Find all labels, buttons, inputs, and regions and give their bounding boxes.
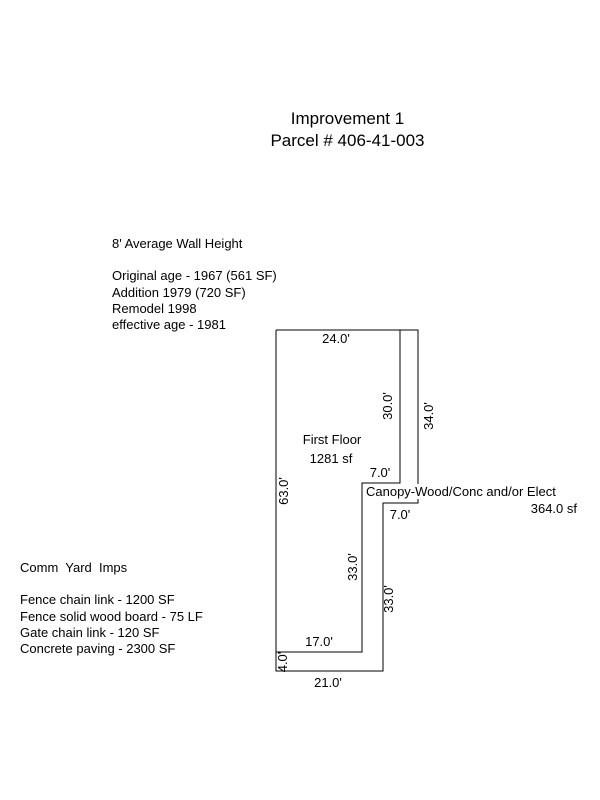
wall-height-note: 8' Average Wall Height [112, 236, 243, 251]
dim-inner-bottom: 17.0' [305, 634, 333, 649]
dim-outer-right-upper: 34.0' [421, 402, 436, 430]
addition-note: Addition 1979 (720 SF) [112, 285, 246, 300]
effective-age-note: effective age - 1981 [112, 317, 226, 332]
yard-item: Concrete paving - 2300 SF [20, 641, 176, 656]
dim-step-upper: 7.0' [370, 465, 391, 480]
remodel-note: Remodel 1998 [112, 301, 197, 316]
yard-item: Fence chain link - 1200 SF [20, 592, 175, 607]
original-age-note: Original age - 1967 (561 SF) [112, 268, 277, 283]
dim-inner-right-lower: 33.0' [345, 553, 360, 581]
dim-bottom: 21.0' [314, 675, 342, 690]
yard-imps-heading: Comm Yard Imps [20, 560, 128, 575]
parcel-number: Parcel # 406-41-003 [270, 131, 425, 150]
first-floor-area: 1281 sf [310, 451, 353, 466]
canopy-area: 364.0 sf [531, 501, 578, 516]
dim-bottom-left: 4.0' [275, 652, 290, 673]
dim-inner-right-upper: 30.0' [380, 392, 395, 420]
canopy-label-backdrop [364, 484, 574, 499]
dim-step-lower: 7.0' [390, 507, 411, 522]
dim-top: 24.0' [322, 331, 350, 346]
dim-left: 63.0' [276, 477, 291, 505]
canopy-outline [275, 329, 419, 672]
canopy-label: Canopy-Wood/Conc and/or Elect [366, 484, 556, 499]
yard-item: Fence solid wood board - 75 LF [20, 609, 203, 624]
improvement-title: Improvement 1 [290, 109, 405, 128]
yard-item: Gate chain link - 120 SF [20, 625, 160, 640]
dim-outer-right-lower: 33.0' [381, 585, 396, 613]
first-floor-label: First Floor [303, 432, 362, 447]
